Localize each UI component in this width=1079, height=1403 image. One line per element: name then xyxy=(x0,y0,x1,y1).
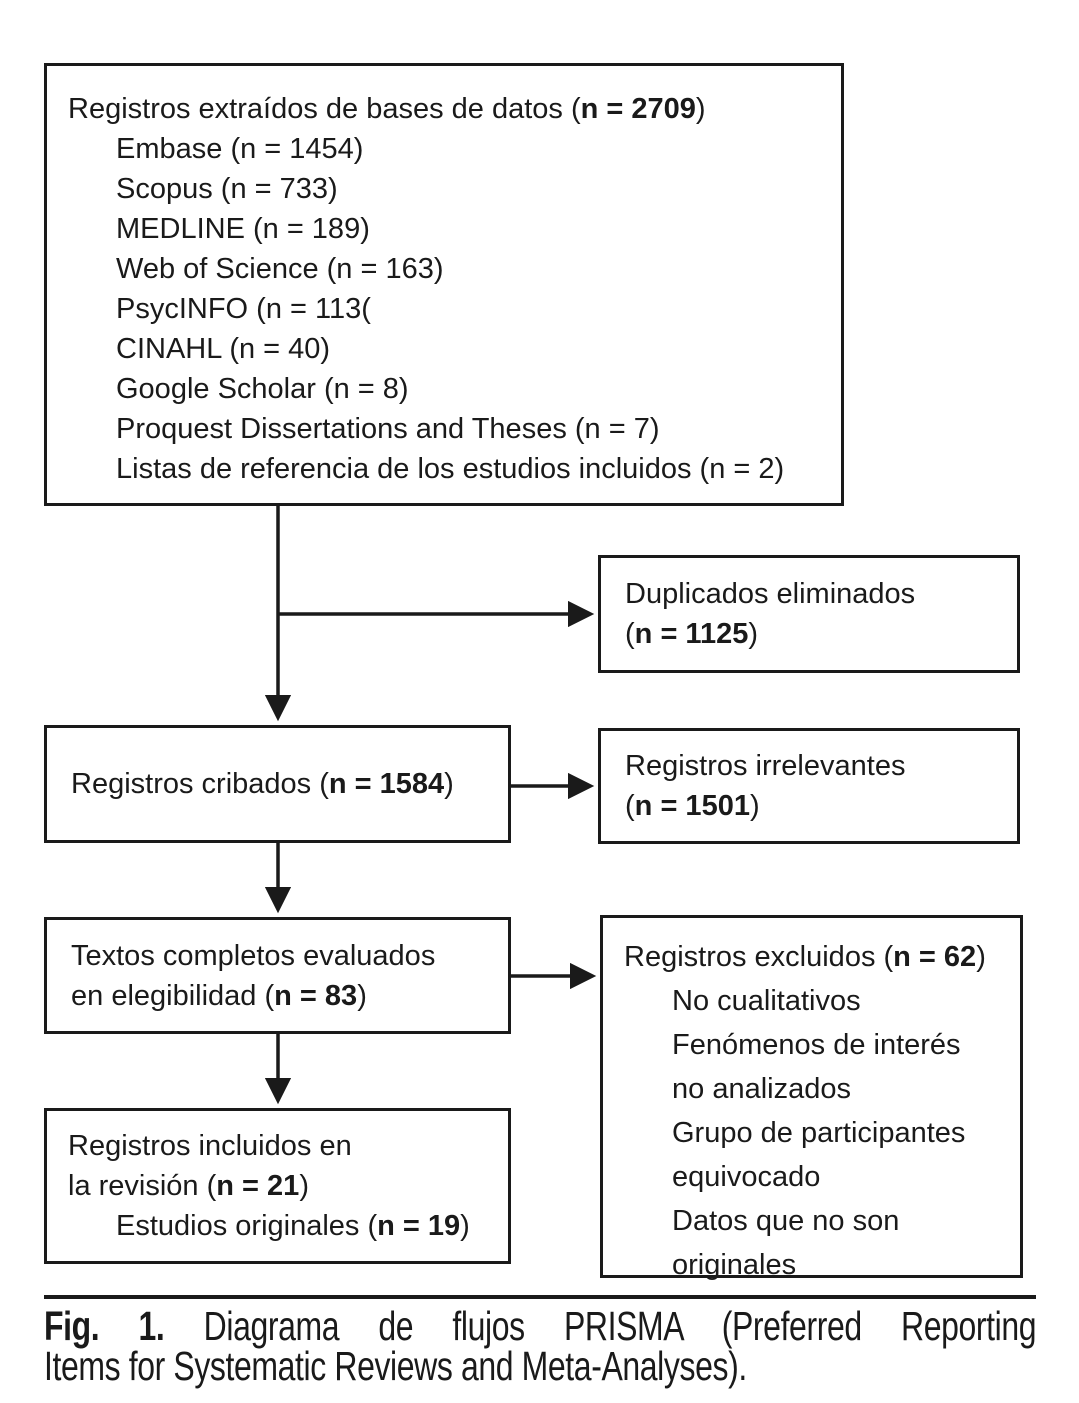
records-included-box: Registros incluidos en la revisión (n = … xyxy=(44,1108,511,1264)
fulltext-assessed-box: Textos completos evaluados en elegibilid… xyxy=(44,917,511,1034)
fulltext-assessed-line1: Textos completos evaluados xyxy=(71,939,436,972)
paren-open: ( xyxy=(625,618,635,650)
irrelevant-records-box: Registros irrelevantes (n = 1501) xyxy=(598,728,1020,844)
duplicates-removed-label: Duplicados eliminados xyxy=(625,578,916,610)
duplicates-removed-count-line: (n = 1125) xyxy=(625,614,1017,654)
duplicates-removed-box: Duplicados eliminados (n = 1125) xyxy=(598,555,1020,673)
source-item-embase: Embase (n = 1454) xyxy=(116,133,364,165)
figure-caption-line1-text: Diagrama de flujos PRISMA (Preferred Rep… xyxy=(203,1303,1037,1349)
title-close: ) xyxy=(695,93,706,125)
paren-close: ) xyxy=(460,1210,470,1242)
paren-close: ) xyxy=(444,768,454,800)
paren-close: ) xyxy=(748,618,759,650)
label-text: Estudios originales ( xyxy=(116,1210,378,1242)
exclusion-reason-not-qualitative: No cualitativos xyxy=(672,985,861,1017)
figure-label: Fig. 1. xyxy=(44,1303,165,1349)
source-item-medline: MEDLINE (n = 189) xyxy=(116,213,370,245)
original-studies-count: n = 19 xyxy=(377,1210,461,1242)
fulltext-assessed-count: n = 83 xyxy=(274,979,358,1012)
records-excluded-box: Registros excluidos (n = 62) No cualitat… xyxy=(600,915,1023,1281)
caption-divider xyxy=(44,1295,1036,1299)
source-item-reference-lists: Listas de referencia de los estudios inc… xyxy=(116,453,785,485)
figure-caption-line1: Fig. 1. Diagrama de flujos PRISMA (Prefe… xyxy=(44,1303,1037,1349)
source-item-psycinfo: PsycINFO (n = 113( xyxy=(116,293,371,325)
exclusion-reason-wrong-group-line2: equivocado xyxy=(672,1161,821,1193)
exclusion-reason-not-original-line2: originales xyxy=(672,1249,797,1281)
paren-close: ) xyxy=(299,1170,309,1202)
records-screened-box: Registros cribados (n = 1584) xyxy=(44,725,511,843)
records-excluded-count: n = 62 xyxy=(893,941,977,973)
records-included-line1: Registros incluidos en xyxy=(68,1130,352,1162)
records-included-count: n = 21 xyxy=(216,1170,300,1202)
records-identified-title: Registros extraídos de bases de datos (n… xyxy=(68,89,833,129)
paren-open: ( xyxy=(625,790,635,822)
irrelevant-records-label: Registros irrelevantes xyxy=(625,750,906,782)
title-text: Registros extraídos de bases de datos ( xyxy=(68,93,581,125)
exclusion-reason-wrong-group-line1: Grupo de participantes xyxy=(672,1117,966,1149)
records-excluded-title: Registros excluidos (n = 62) xyxy=(624,935,1012,979)
exclusion-reason-phenomena-line2: no analizados xyxy=(672,1073,851,1105)
paren-close: ) xyxy=(976,941,986,973)
source-item-cinahl: CINAHL (n = 40) xyxy=(116,333,331,365)
figure-caption-line2: Items for Systematic Reviews and Meta-An… xyxy=(44,1343,747,1389)
label-text: Registros cribados ( xyxy=(71,768,329,800)
figure-caption: Fig. 1. Diagrama de flujos PRISMA (Prefe… xyxy=(44,1303,1037,1389)
title-text: Registros excluidos ( xyxy=(624,941,894,973)
label-text: en elegibilidad ( xyxy=(71,979,275,1012)
exclusion-reason-not-original-line1: Datos que no son xyxy=(672,1205,900,1237)
paren-close: ) xyxy=(357,979,367,1012)
fulltext-assessed-line2: en elegibilidad (n = 83) xyxy=(71,976,508,1016)
original-studies-line: Estudios originales (n = 19) xyxy=(68,1206,500,1246)
source-item-proquest: Proquest Dissertations and Theses (n = 7… xyxy=(116,413,660,445)
records-identified-box: Registros extraídos de bases de datos (n… xyxy=(44,63,844,506)
records-screened-label: Registros cribados (n = 1584) xyxy=(71,764,508,804)
figure-caption-text: Fig. 1. Diagrama de flujos PRISMA (Prefe… xyxy=(44,1303,1037,1389)
paren-close: ) xyxy=(749,790,760,822)
irrelevant-records-count: n = 1501 xyxy=(634,790,750,822)
source-item-scopus: Scopus (n = 733) xyxy=(116,173,338,205)
irrelevant-records-count-line: (n = 1501) xyxy=(625,786,1017,826)
records-identified-count: n = 2709 xyxy=(580,93,696,125)
source-item-google-scholar: Google Scholar (n = 8) xyxy=(116,373,409,405)
exclusion-reason-phenomena-line1: Fenómenos de interés xyxy=(672,1029,961,1061)
source-item-web-of-science: Web of Science (n = 163) xyxy=(116,253,444,285)
duplicates-removed-count: n = 1125 xyxy=(634,618,749,650)
records-included-line2: la revisión (n = 21) xyxy=(68,1166,500,1206)
label-text: la revisión ( xyxy=(68,1170,217,1202)
records-screened-count: n = 1584 xyxy=(328,768,445,800)
